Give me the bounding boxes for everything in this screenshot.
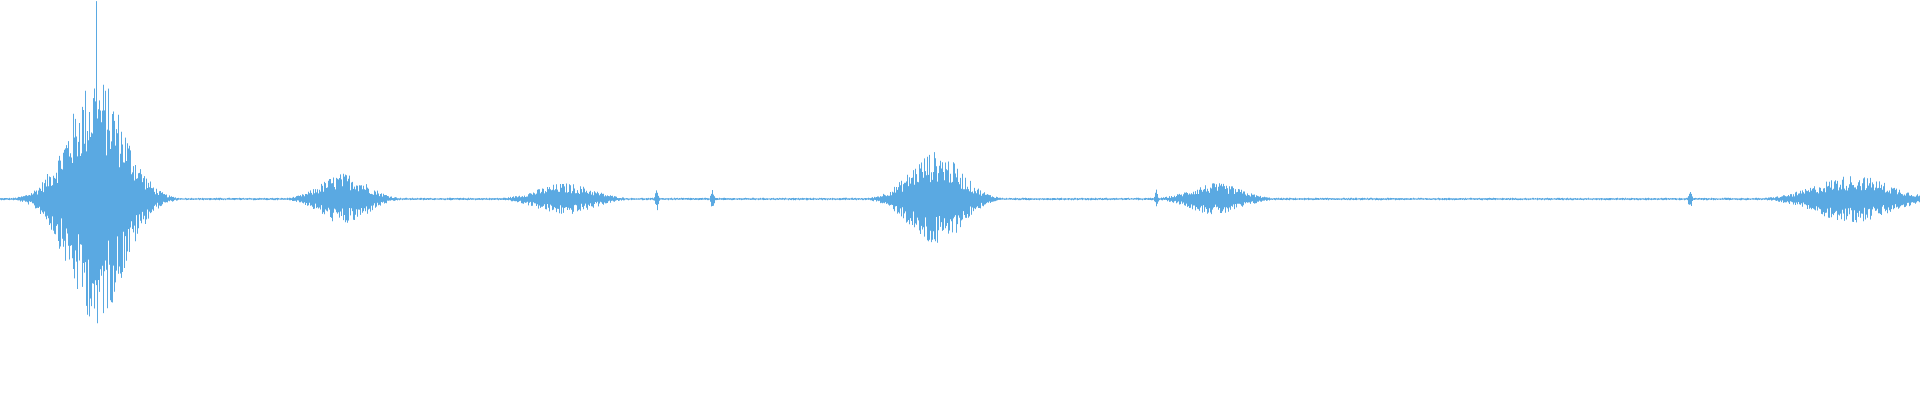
waveform-amplitude-trace [0, 1, 1920, 324]
